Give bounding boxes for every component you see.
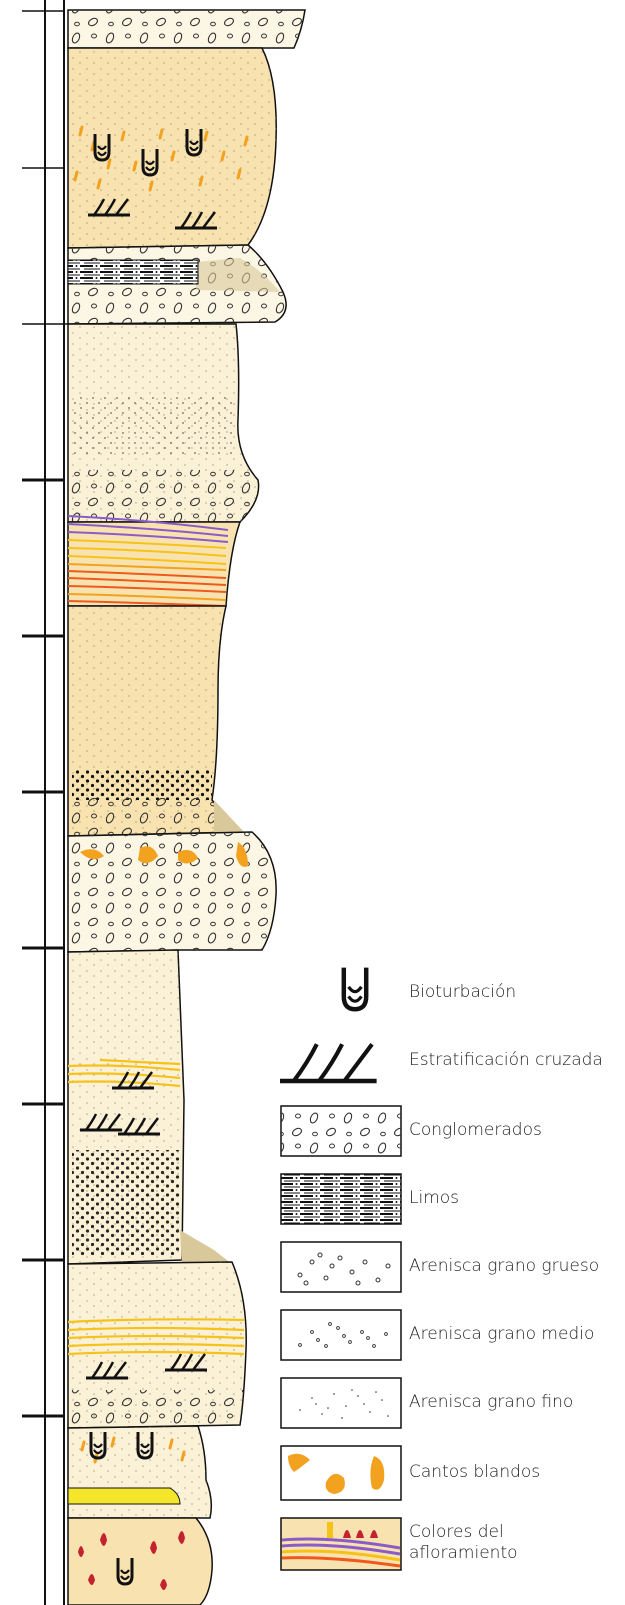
legend-label-outcrop-colors: Colores del afloramiento <box>409 1522 518 1564</box>
legend-label-soft-clasts: Cantos blandos <box>409 1462 540 1483</box>
bed-red-mottled <box>68 1518 212 1605</box>
conglomerate-swatch <box>281 1106 401 1156</box>
legend-label-bioturbation: Bioturbación <box>409 982 516 1003</box>
bed-conglomerate-top <box>68 10 305 48</box>
coarse-sandstone-swatch <box>281 1242 401 1292</box>
legend-label-fine-sandstone: Arenisca grano fino <box>409 1392 573 1413</box>
bed-colored-laminae <box>68 516 240 606</box>
cross-bedding-icon <box>280 1044 377 1081</box>
outcrop-colors-swatch <box>281 1518 401 1570</box>
legend-label-silt: Limos <box>409 1188 459 1209</box>
bioturbation-icon <box>344 968 366 1010</box>
bed-silt-conglomerate <box>68 245 286 324</box>
legend <box>280 968 401 1570</box>
bed-cross-bedded-sandstone <box>68 950 184 1264</box>
legend-label-cross-bedding: Estratificación cruzada <box>409 1050 603 1071</box>
legend-label-coarse-sandstone: Arenisca grano grueso <box>409 1256 599 1277</box>
bed-bioturbated-yellow-band <box>68 1426 211 1518</box>
fine-sandstone-swatch <box>281 1378 401 1428</box>
soft-clasts-swatch <box>281 1446 401 1500</box>
silt-swatch <box>281 1174 401 1224</box>
bed-fine-sandstone <box>68 324 259 522</box>
legend-label-conglomerate: Conglomerados <box>409 1120 542 1141</box>
medium-sandstone-swatch <box>281 1310 401 1360</box>
bed-bioturbated-sandstone <box>68 48 276 248</box>
legend-label-medium-sandstone: Arenisca grano medio <box>409 1324 594 1345</box>
scale-bar <box>22 0 75 1605</box>
